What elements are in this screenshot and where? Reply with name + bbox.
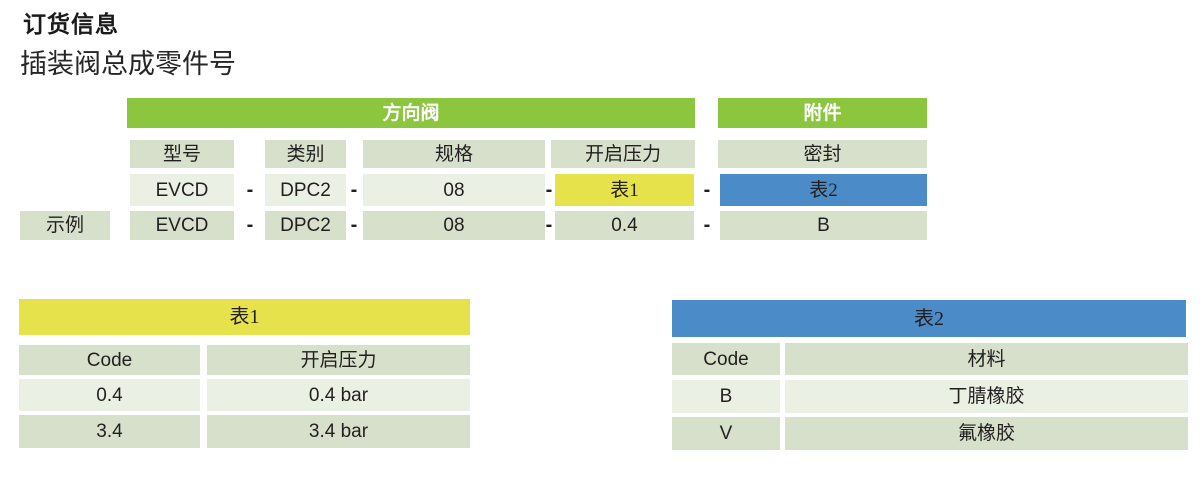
dash-separator: -	[246, 178, 254, 201]
dash-separator: -	[350, 214, 358, 236]
table1-header-code: Code	[19, 345, 200, 375]
column-header-category: 类别	[265, 140, 346, 168]
example-cell-category: DPC2	[265, 211, 346, 240]
column-header-seal: 密封	[718, 140, 927, 168]
example-cell-size: 08	[363, 211, 545, 240]
column-header-cracking-pressure: 开启压力	[551, 140, 695, 168]
dash-separator: -	[703, 214, 711, 236]
table2-row-value: 氟橡胶	[785, 417, 1188, 450]
example-row-label: 示例	[20, 211, 110, 240]
example-cell-model: EVCD	[130, 211, 234, 240]
table1-header-pressure: 开启压力	[207, 345, 470, 375]
column-header-model: 型号	[130, 140, 234, 168]
dash-separator: -	[703, 178, 711, 201]
group-header-directional-valve: 方向阀	[127, 98, 695, 128]
table2-header-code: Code	[672, 343, 780, 375]
dash-separator: -	[246, 214, 254, 236]
table2-row-code: V	[672, 417, 780, 450]
group-header-accessory: 附件	[718, 98, 927, 128]
code-cell-size: 08	[363, 174, 545, 206]
page-title: 订货信息	[23, 11, 119, 37]
code-cell-table1-ref: 表1	[555, 174, 694, 206]
page-subtitle: 插装阀总成零件号	[20, 49, 236, 79]
table1-title: 表1	[19, 299, 470, 335]
dash-separator: -	[350, 178, 358, 201]
table1-row-value: 0.4 bar	[207, 379, 470, 411]
example-cell-seal: B	[720, 211, 927, 240]
code-cell-category: DPC2	[265, 174, 346, 206]
example-cell-pressure: 0.4	[555, 211, 694, 240]
table2-header-material: 材料	[785, 343, 1188, 375]
dash-separator: -	[545, 214, 553, 236]
table1-row-code: 3.4	[19, 415, 200, 448]
table1-row-value: 3.4 bar	[207, 415, 470, 448]
table2-row-value: 丁腈橡胶	[785, 380, 1188, 413]
column-header-size: 规格	[363, 140, 545, 168]
code-cell-table2-ref: 表2	[720, 174, 927, 206]
code-cell-model: EVCD	[130, 174, 234, 206]
dash-separator: -	[545, 178, 553, 201]
table2-row-code: B	[672, 380, 780, 413]
table2-title: 表2	[672, 300, 1186, 337]
table1-row-code: 0.4	[19, 379, 200, 411]
